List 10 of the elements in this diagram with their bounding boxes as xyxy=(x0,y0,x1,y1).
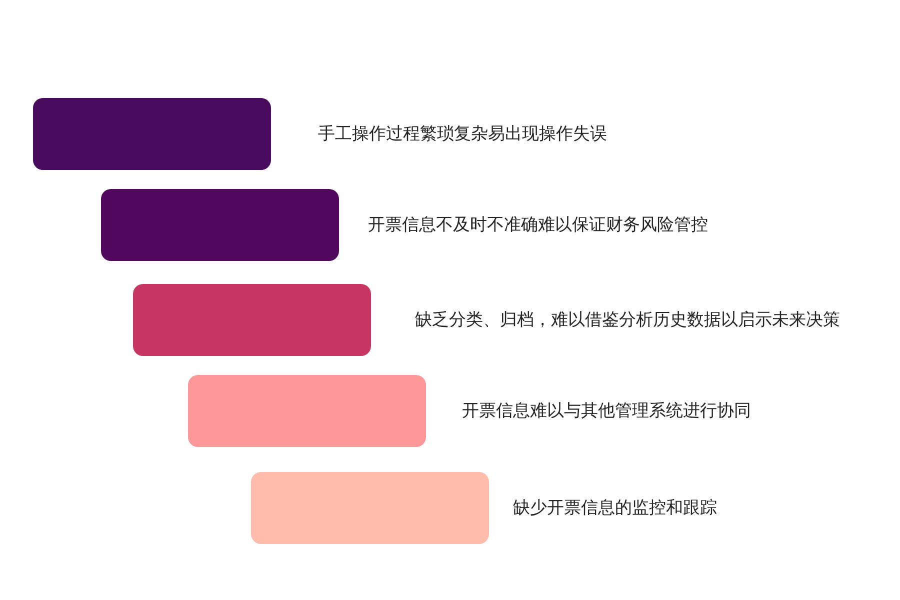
description-text: 缺乏分类、归档，难以借鉴分析历史数据以启示未来决策 xyxy=(415,309,840,331)
step-block xyxy=(133,284,371,356)
description-text: 缺少开票信息的监控和跟踪 xyxy=(513,497,717,519)
step-block xyxy=(33,98,271,170)
description-text: 开票信息难以与其他管理系统进行协同 xyxy=(462,400,751,422)
step-block xyxy=(101,189,339,261)
step-block xyxy=(188,375,426,447)
description-text: 手工操作过程繁琐复杂易出现操作失误 xyxy=(318,123,607,145)
description-text: 开票信息不及时不准确难以保证财务风险管控 xyxy=(368,214,708,236)
step-block xyxy=(251,472,489,544)
